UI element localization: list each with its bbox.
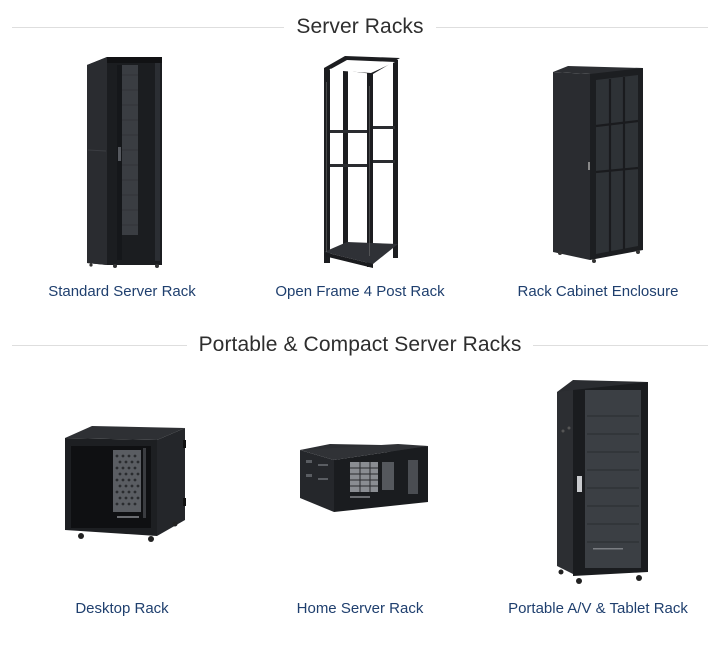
product-card-open-frame-4-post-rack[interactable]: Open Frame 4 Post Rack (240, 50, 480, 310)
section-heading-portable-compact-server-racks: Portable & Compact Server Racks (12, 330, 709, 360)
divider-line-left (12, 344, 187, 346)
divider-line-left (12, 26, 285, 28)
product-link-standard-server-rack[interactable]: Standard Server Rack (48, 283, 196, 300)
home-server-rack-image[interactable] (290, 440, 430, 520)
section-title: Portable & Compact Server Racks (198, 333, 522, 356)
product-link-open-frame-4-post-rack[interactable]: Open Frame 4 Post Rack (275, 283, 445, 300)
divider-line-right (533, 344, 709, 346)
section-heading-server-racks: Server Racks (12, 12, 709, 42)
product-link-portable-av-tablet-rack[interactable]: Portable A/V & Tablet Rack (508, 600, 688, 617)
section-title: Server Racks (296, 15, 424, 38)
product-card-portable-av-tablet-rack[interactable]: Portable A/V & Tablet Rack (478, 372, 718, 630)
product-link-rack-cabinet-enclosure[interactable]: Rack Cabinet Enclosure (517, 283, 679, 300)
product-card-home-server-rack[interactable]: Home Server Rack (240, 410, 480, 630)
product-card-standard-server-rack[interactable]: Standard Server Rack (2, 50, 242, 310)
open-frame-rack-image[interactable] (315, 52, 405, 272)
product-link-desktop-rack[interactable]: Desktop Rack (75, 600, 169, 617)
divider-line-right (435, 26, 709, 28)
desktop-rack-image[interactable] (57, 418, 187, 543)
portable-av-tablet-rack-image[interactable] (543, 376, 653, 586)
standard-server-rack-image[interactable] (77, 55, 167, 270)
product-link-home-server-rack[interactable]: Home Server Rack (296, 600, 424, 617)
product-card-desktop-rack[interactable]: Desktop Rack (2, 410, 242, 630)
rack-cabinet-enclosure-image[interactable] (548, 64, 648, 264)
product-card-rack-cabinet-enclosure[interactable]: Rack Cabinet Enclosure (478, 50, 718, 310)
